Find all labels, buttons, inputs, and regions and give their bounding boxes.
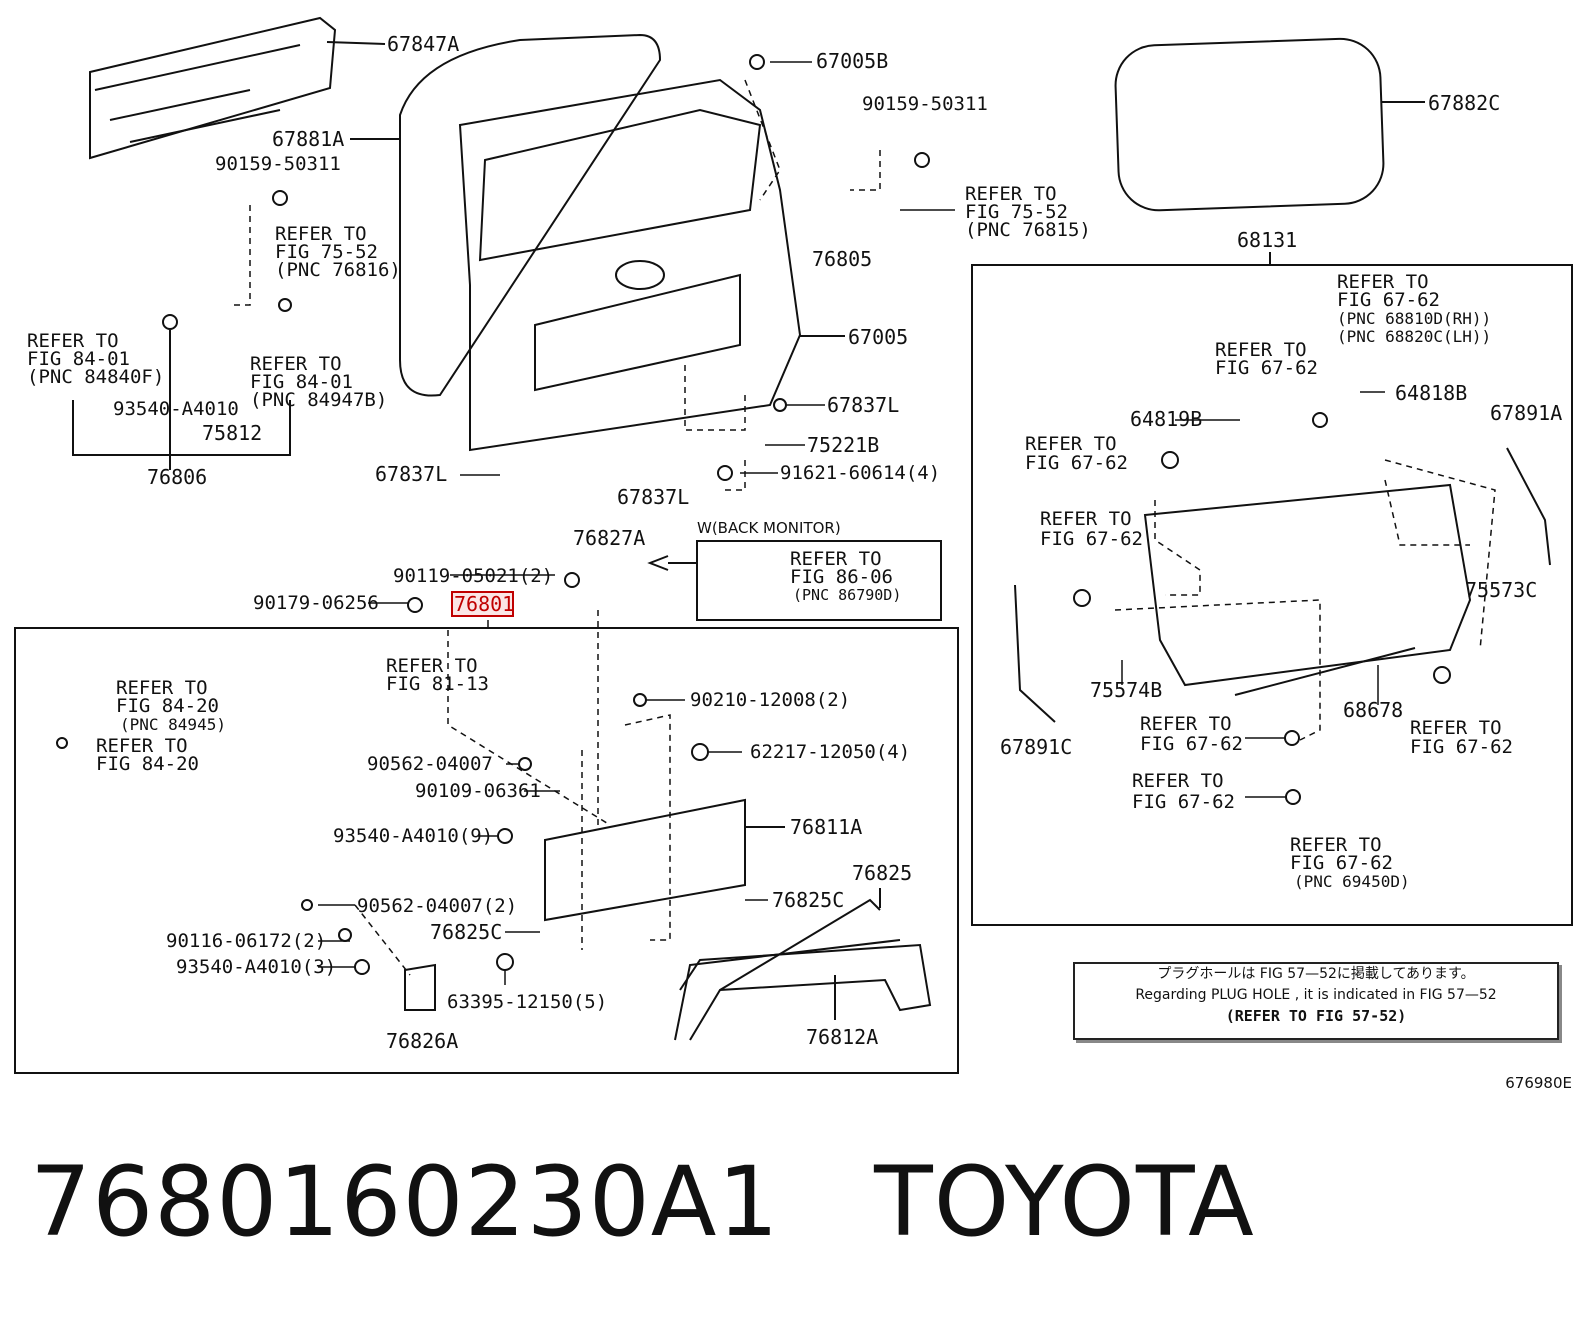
refer-8606-1: REFER TO <box>790 548 882 570</box>
refer-8401-b-3: (PNC 84947B) <box>250 389 387 411</box>
label-67005B: 67005B <box>816 49 888 73</box>
label-90119: 90119-05021(2) <box>393 565 553 587</box>
refer-8401-a-2: FIG 84-01 <box>27 348 130 370</box>
label-93540-3: 93540-A4010(3) <box>176 956 336 978</box>
refer-8120-2: FIG 84-20 <box>116 695 219 717</box>
label-90159-a: 90159-50311 <box>215 153 341 175</box>
note-line-refer: (REFER TO FIG 57-52) <box>1225 1007 1407 1025</box>
label-76811A: 76811A <box>790 815 862 839</box>
refer-7552-b-2: FIG 75-52 <box>965 201 1068 223</box>
label-75812: 75812 <box>202 421 262 445</box>
label-93540-a: 93540-A4010 <box>113 398 239 420</box>
label-90116: 90116-06172(2) <box>166 930 326 952</box>
label-76805: 76805 <box>812 247 872 271</box>
refer-7552-b-3: (PNC 76815) <box>965 219 1091 241</box>
refer-6762-3-2: FIG 67-62 <box>1040 528 1143 550</box>
refer-6762-4-2: FIG 67-62 <box>1140 733 1243 755</box>
refer-6762-6-1: REFER TO <box>1132 770 1224 792</box>
refer-8606-2: FIG 86-06 <box>790 566 893 588</box>
label-67005: 67005 <box>848 325 908 349</box>
glass-assembly-box <box>971 264 1573 926</box>
label-75221B: 75221B <box>807 433 879 457</box>
label-64819B: 64819B <box>1130 407 1202 431</box>
refer-8113-1: REFER TO <box>386 655 478 677</box>
refer-8120-3: (PNC 84945) <box>120 715 226 734</box>
refer-6762-2-2: FIG 67-62 <box>1025 452 1128 474</box>
label-67881A: 67881A <box>272 127 344 151</box>
label-67837L-b: 67837L <box>375 462 447 486</box>
label-91621: 91621-60614(4) <box>780 462 940 484</box>
label-75573C: 75573C <box>1465 578 1537 602</box>
refer-8120-1: REFER TO <box>116 677 208 699</box>
label-93540-9: 93540-A4010(9) <box>333 825 493 847</box>
refer-8401-a-3: (PNC 84840F) <box>27 366 164 388</box>
label-90179: 90179-06256 <box>253 592 379 614</box>
label-76812A: 76812A <box>806 1025 878 1049</box>
refer-6762-1-2: FIG 67-62 <box>1215 357 1318 379</box>
refer-6762-4-1: REFER TO <box>1140 713 1232 735</box>
refer-6762-rh-4: (PNC 68820C(LH)) <box>1337 327 1491 346</box>
note-line-en: Regarding PLUG HOLE , it is indicated in… <box>1135 987 1497 1003</box>
refer-6762-rh-3: (PNC 68810D(RH)) <box>1337 309 1491 328</box>
label-67891C: 67891C <box>1000 735 1072 759</box>
refer-8401-b-2: FIG 84-01 <box>250 371 353 393</box>
label-76825C-b: 76825C <box>430 920 502 944</box>
label-67847A: 67847A <box>387 32 459 56</box>
refer-6762-rh-2: FIG 67-62 <box>1337 289 1440 311</box>
label-90210: 90210-12008(2) <box>690 689 850 711</box>
refer-8401-b-1: REFER TO <box>250 353 342 375</box>
label-90159-b: 90159-50311 <box>862 93 988 115</box>
label-68678: 68678 <box>1343 698 1403 722</box>
back-monitor-box <box>696 540 942 621</box>
refer-8113-2: FIG 81-13 <box>386 673 489 695</box>
label-67837L-c: 67837L <box>617 485 689 509</box>
refer-7552-a-3: (PNC 76816) <box>275 259 401 281</box>
refer-6762-5-1: REFER TO <box>1410 717 1502 739</box>
label-75574B: 75574B <box>1090 678 1162 702</box>
refer-6762-pnc-3: (PNC 69450D) <box>1294 872 1410 891</box>
refer-8401-a-1: REFER TO <box>27 330 119 352</box>
refer-8420-2: FIG 84-20 <box>96 753 199 775</box>
refer-7552-a-1: REFER TO <box>275 223 367 245</box>
label-63395: 63395-12150(5) <box>447 991 607 1013</box>
diagram-code: 676980E <box>1505 1074 1572 1092</box>
refer-8606-3: (PNC 86790D) <box>793 586 901 604</box>
note-line-jp: プラグホールは FIG 57—52に掲載してあります。 <box>1157 966 1475 982</box>
refer-6762-pnc-2: FIG 67-62 <box>1290 852 1393 874</box>
refer-6762-1-1: REFER TO <box>1215 339 1307 361</box>
label-64818B: 64818B <box>1395 381 1467 405</box>
label-67837L-a: 67837L <box>827 393 899 417</box>
label-67891A: 67891A <box>1490 401 1562 425</box>
label-76801: 76801 <box>454 592 514 616</box>
label-67882C: 67882C <box>1428 91 1500 115</box>
label-76827A: 76827A <box>573 526 645 550</box>
label-76825: 76825 <box>852 861 912 885</box>
refer-6762-rh-1: REFER TO <box>1337 271 1429 293</box>
refer-7552-b-1: REFER TO <box>965 183 1057 205</box>
label-76826A: 76826A <box>386 1029 458 1053</box>
plug-hole-note: プラグホールは FIG 57—52に掲載してあります。 Regarding PL… <box>1073 962 1559 1040</box>
refer-6762-pnc-1: REFER TO <box>1290 834 1382 856</box>
refer-6762-3-1: REFER TO <box>1040 508 1132 530</box>
part-number-caption: 7680160230A1 TOYOTA <box>30 1146 1255 1258</box>
label-90109: 90109-06361 <box>415 780 541 802</box>
lower-assembly-box <box>14 627 959 1074</box>
label-90562-2: 90562-04007(2) <box>357 895 517 917</box>
label-76806: 76806 <box>147 465 207 489</box>
refer-6762-6-2: FIG 67-62 <box>1132 791 1235 813</box>
refer-6762-5-2: FIG 67-62 <box>1410 736 1513 758</box>
refer-8420-1: REFER TO <box>96 735 188 757</box>
label-back-monitor: W(BACK MONITOR) <box>697 519 841 537</box>
label-68131: 68131 <box>1237 228 1297 252</box>
refer-7552-a-2: FIG 75-52 <box>275 241 378 263</box>
label-76825C-a: 76825C <box>772 888 844 912</box>
label-62217: 62217-12050(4) <box>750 741 910 763</box>
highlight-box-76801 <box>451 591 514 617</box>
label-90562-a: 90562-04007 <box>367 753 493 775</box>
refer-6762-2-1: REFER TO <box>1025 433 1117 455</box>
